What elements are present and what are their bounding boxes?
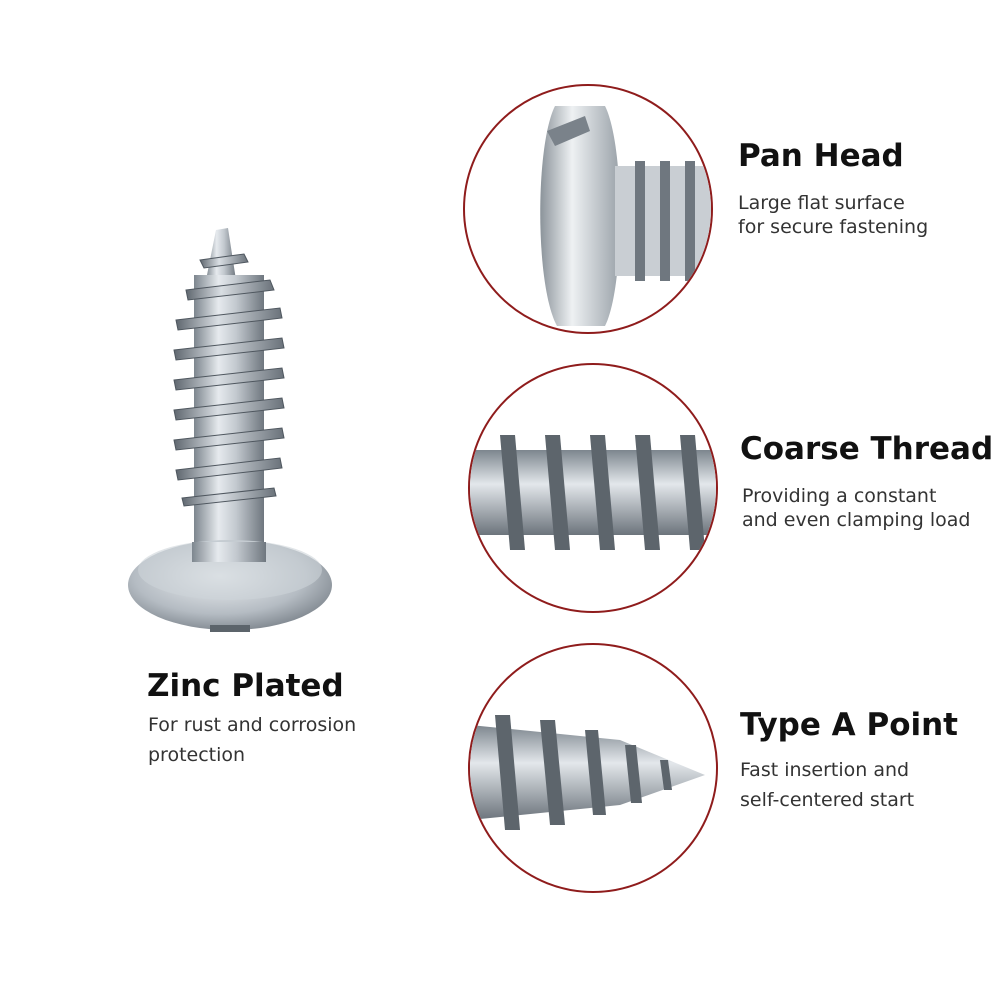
coarse-thread-closeup-image — [468, 363, 718, 613]
type-a-point-description-line2: self-centered start — [740, 789, 915, 811]
zinc-plated-title: Zinc Plated — [147, 668, 344, 704]
type-a-point-closeup-image — [468, 643, 718, 893]
pan-head-closeup-image — [463, 84, 713, 334]
coarse-thread-description-line2: and even clamping load — [742, 509, 971, 531]
zinc-plated-screw-image — [128, 228, 332, 632]
coarse-thread-title: Coarse Thread — [740, 431, 994, 467]
type-a-point-description-line1: Fast insertion and — [740, 759, 910, 781]
zinc-plated-description-line2: protection — [148, 744, 246, 766]
pan-head-description-line2: for secure fastening — [738, 216, 929, 238]
pan-head-title: Pan Head — [738, 138, 904, 174]
pan-head-description-line1: Large flat surface — [738, 192, 905, 214]
zinc-plated-description-line1: For rust and corrosion — [148, 714, 357, 736]
coarse-thread-description-line1: Providing a constant — [742, 485, 937, 507]
type-a-point-title: Type A Point — [740, 707, 958, 743]
